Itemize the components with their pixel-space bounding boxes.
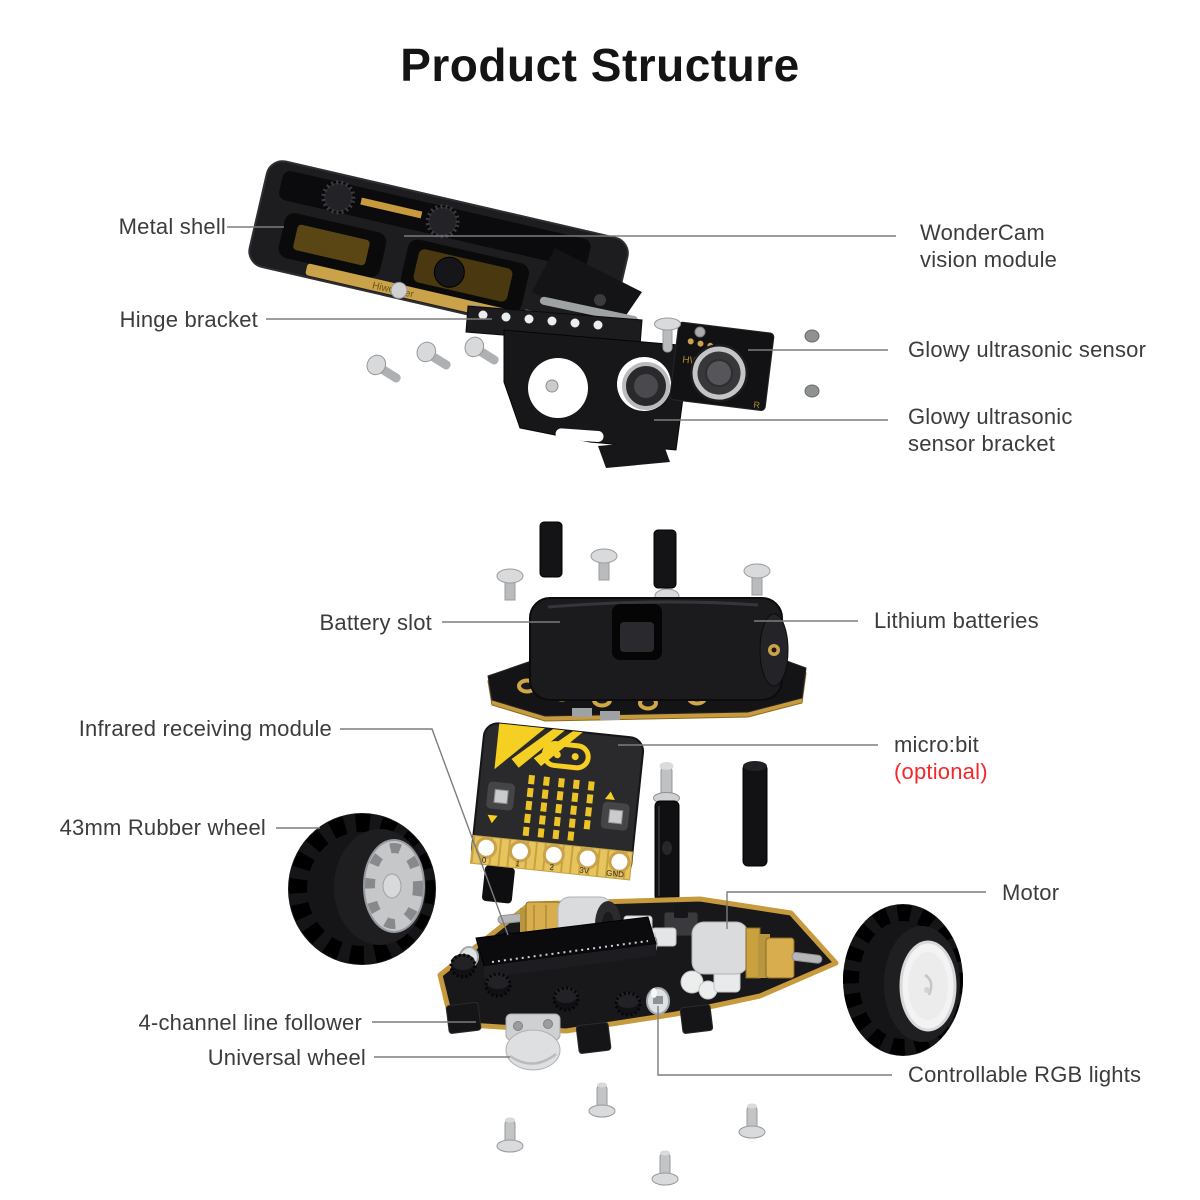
pin-label-1: 1	[515, 859, 521, 868]
page-title: Product Structure	[400, 39, 800, 91]
microbit-standoffs-illustration	[653, 761, 768, 902]
pin-label-gnd: GND	[606, 869, 625, 880]
leader-lines	[227, 226, 986, 1076]
motor-right-illustration	[691, 921, 823, 979]
callout-universal-wheel: Universal wheel	[207, 1045, 366, 1070]
pin-label-0: 0	[481, 855, 487, 864]
chassis-illustration	[437, 896, 839, 1071]
callout-43mm-rubber-wheel: 43mm Rubber wheel	[59, 815, 266, 840]
bottom-screws-illustration	[496, 1082, 766, 1186]
battery-holder-illustration	[529, 597, 789, 701]
ultrasonic-bracket-illustration	[503, 329, 691, 468]
universal-wheel-illustration	[505, 1013, 561, 1071]
callout-hinge-bracket: Hinge bracket	[119, 307, 258, 332]
callout-microbit: micro:bit (optional)	[894, 732, 988, 784]
metal-shell-illustration: Hiwonder	[248, 160, 629, 345]
optional-note: (optional)	[894, 759, 988, 784]
hinge-bracket-illustration	[465, 248, 643, 347]
microbit-slot-illustration	[475, 916, 657, 978]
rubber-wheel-illustration	[288, 813, 436, 965]
callout-controllable-rgb-lights: Controllable RGB lights	[908, 1062, 1142, 1087]
microbit-illustration: 0 1 2 3V GND	[469, 722, 645, 904]
pin-label-2: 2	[549, 863, 555, 872]
leader-motor	[726, 891, 986, 929]
callout-metal-shell: Metal shell	[118, 214, 226, 239]
callout-battery-slot: Battery slot	[319, 610, 432, 635]
trimpot-knobs-illustration	[449, 953, 642, 1017]
callout-wondercam: WonderCam vision module	[920, 220, 1058, 272]
ultrasonic-sensor-illustration: HW R	[654, 317, 820, 411]
callout-4-channel-line-follower: 4-channel line follower	[138, 1010, 362, 1035]
callout-glowy-ultrasonic-sensor-bracket: Glowy ultrasonic sensor bracket	[908, 404, 1073, 456]
pin-label-3v: 3V	[579, 866, 590, 876]
rubber-wheel-right-illustration	[843, 904, 963, 1056]
leader-infrared	[340, 728, 509, 936]
leader-rgb-lights	[657, 1006, 892, 1076]
assembly-screws-illustration	[366, 336, 499, 383]
callout-lithium-batteries: Lithium batteries	[874, 608, 1039, 633]
callout-infrared-receiving-module: Infrared receiving module	[78, 716, 332, 741]
sensor-marking-text: R	[753, 400, 761, 411]
callout-motor: Motor	[1002, 880, 1060, 905]
callout-glowy-ultrasonic-sensor: Glowy ultrasonic sensor	[908, 337, 1147, 362]
